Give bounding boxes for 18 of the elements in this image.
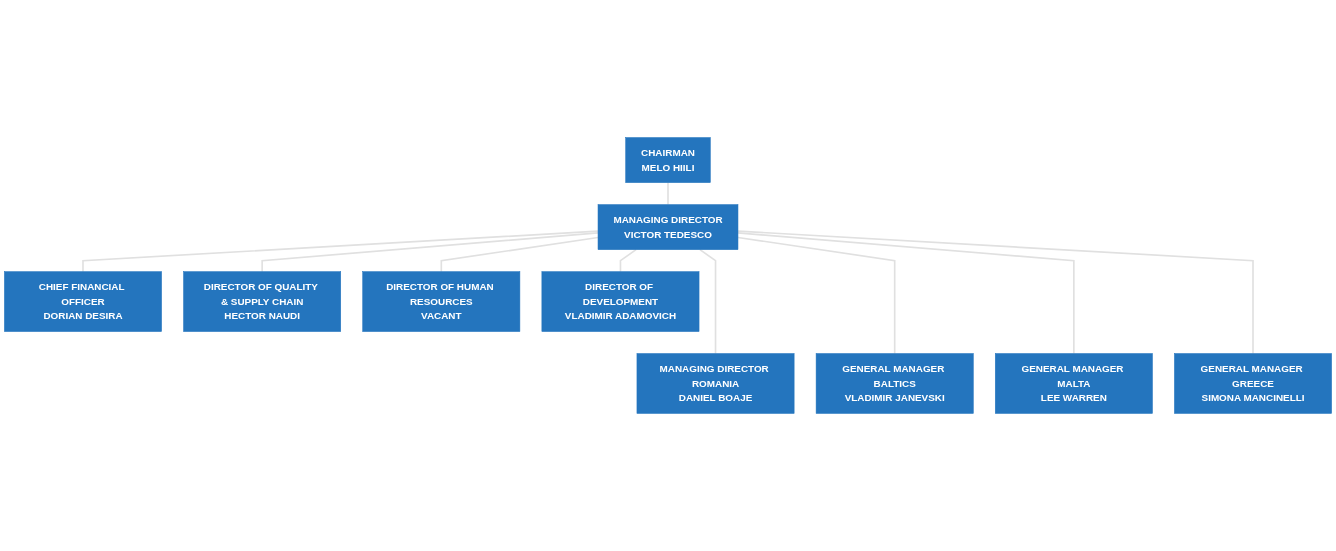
connector [737,230,1254,355]
connector [737,236,896,355]
connector [699,248,717,355]
node-box: DIRECTOR OF QUALITY & SUPPLY CHAIN HECTOR NAUDI [183,271,341,332]
node-box: MANAGING DIRECTOR ROMANIA DANIEL BOAJE [636,353,795,414]
node-box: GENERAL MANAGER BALTICS VLADIMIR JANEVSKI [815,353,974,414]
node-box: CHIEF FINANCIAL OFFICER DORIAN DESIRA [4,271,162,332]
node-box: DIRECTOR OF DEVELOPMENT VLADIMIR ADAMOVICH [541,271,700,332]
connector [440,236,599,273]
node-box: GENERAL MANAGER GREECE SIMONA MANCINELLI [1174,353,1332,414]
connector [82,230,599,273]
connector [261,232,599,273]
node-box: GENERAL MANAGER MALTA LEE WARREN [995,353,1153,414]
node-box: MANAGING DIRECTOR VICTOR TEDESCO [597,204,739,250]
connector [737,232,1075,355]
connector [619,248,637,273]
node-box: CHAIRMAN MELO HIILI [625,137,711,183]
node-box: DIRECTOR OF HUMAN RESOURCES VACANT [362,271,521,332]
